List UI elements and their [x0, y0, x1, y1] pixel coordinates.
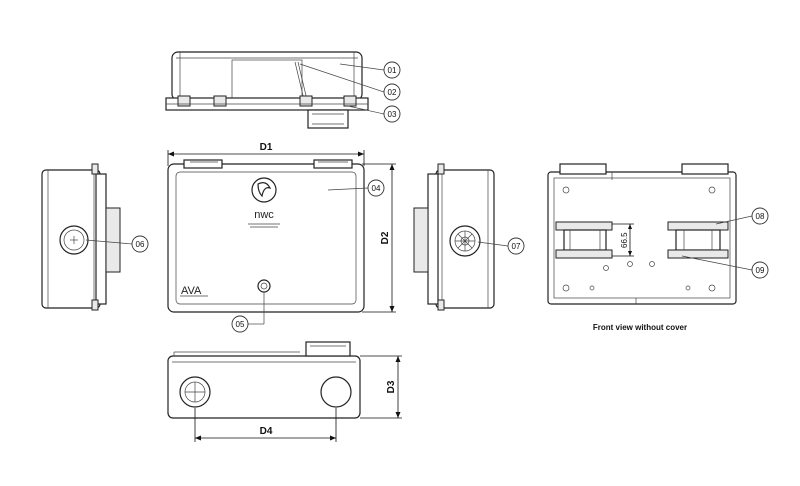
open-view-caption: Front view without cover [593, 323, 687, 332]
callout-03: 03 [347, 105, 401, 123]
dimension-d2 [362, 163, 396, 313]
bottom-view [167, 341, 402, 442]
callout-06: 06 [85, 235, 149, 253]
d4-label: D4 [260, 426, 273, 437]
inner-spacing-label: 66.5 [620, 232, 629, 248]
dimension-d1 [167, 150, 365, 166]
dimension-inner-spacing: 66.5 [612, 223, 634, 257]
callout-04-label: 04 [372, 184, 381, 193]
callout-08-label: 08 [756, 212, 765, 221]
callout-05: 05 [231, 292, 265, 333]
callout-07-label: 07 [512, 242, 521, 251]
callout-09-label: 09 [756, 266, 765, 275]
d3-label: D3 [386, 380, 397, 393]
callout-01: 01 [339, 61, 401, 79]
d2-label: D2 [380, 231, 391, 244]
right-side-view [413, 163, 495, 311]
front-view: nwc AVA [167, 150, 396, 313]
callout-05-label: 05 [236, 320, 245, 329]
open-front-view: 66.5 Front view without cover [547, 163, 737, 332]
d1-label: D1 [260, 142, 273, 153]
logo-text: nwc [254, 209, 274, 221]
cable-gland-icon [449, 225, 481, 257]
top-view [165, 51, 369, 129]
left-side-view [41, 163, 121, 311]
callout-04: 04 [327, 179, 385, 197]
callout-06-label: 06 [136, 240, 145, 249]
callout-07: 07 [477, 237, 525, 255]
callout-02-label: 02 [388, 88, 397, 97]
nwc-logo: nwc [248, 177, 280, 228]
dimension-d4 [194, 408, 337, 442]
callout-03-label: 03 [388, 110, 397, 119]
gland-left-icon [179, 376, 211, 408]
brand-mark: AVA [181, 285, 202, 297]
callout-02: 02 [299, 63, 401, 101]
callout-01-label: 01 [388, 66, 397, 75]
callout-08: 08 [715, 207, 769, 225]
callout-09: 09 [681, 255, 769, 279]
dimension-d3 [360, 355, 402, 419]
